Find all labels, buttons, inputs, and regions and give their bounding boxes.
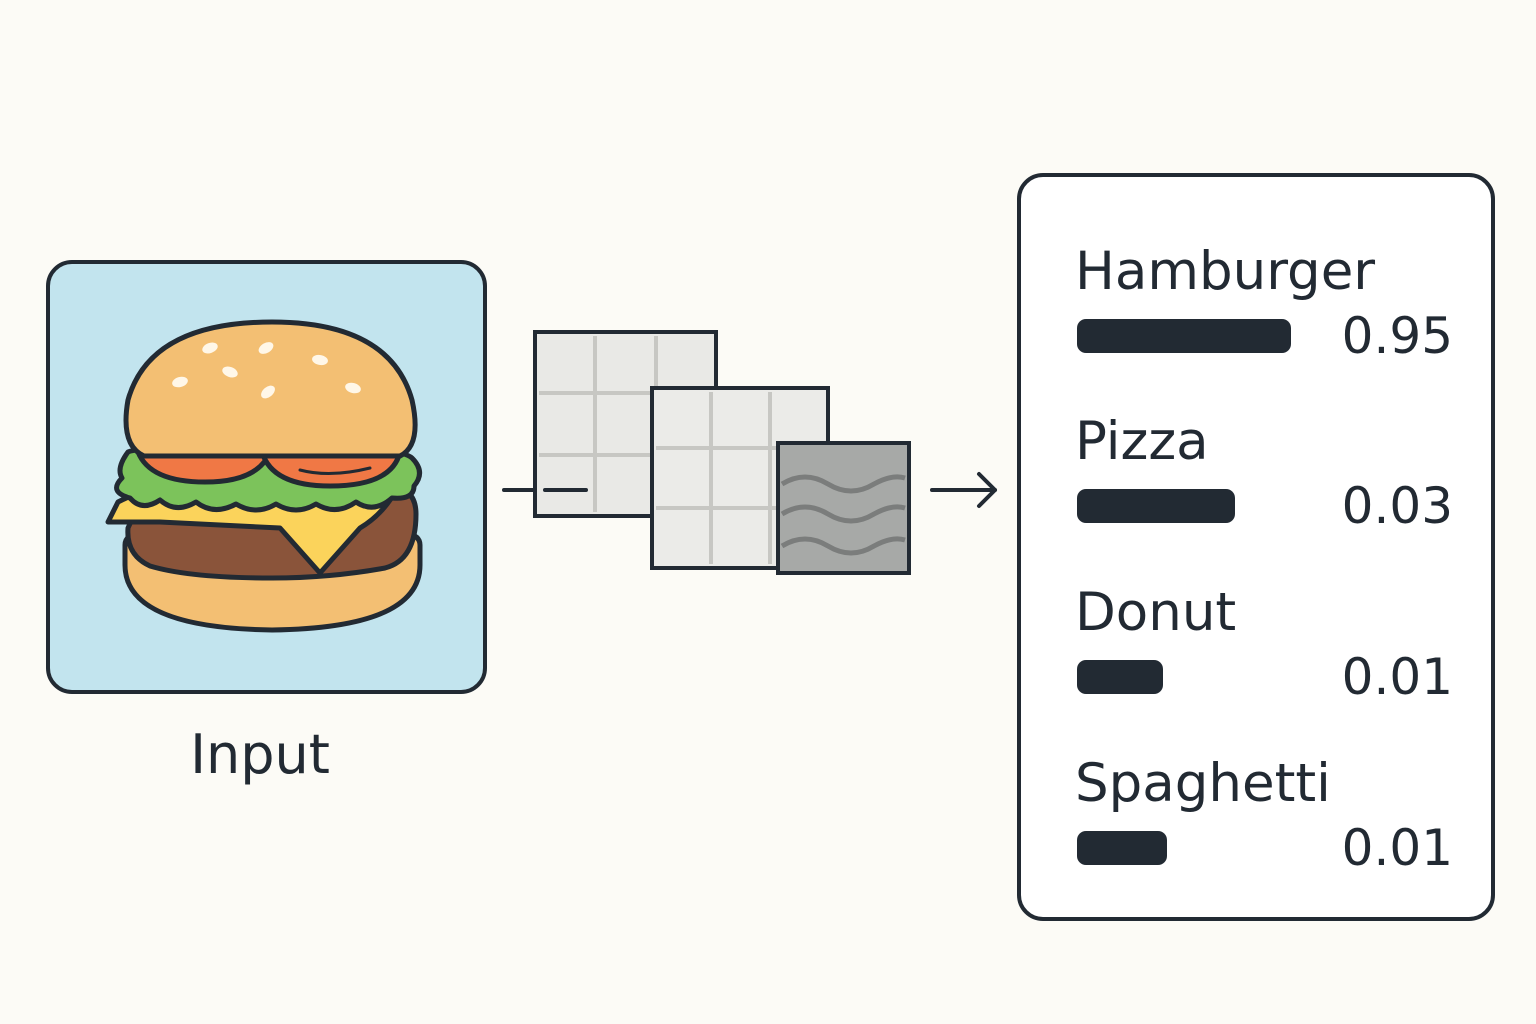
result-label: Donut xyxy=(1075,582,1237,643)
result-item-hamburger: Hamburger 0.95 xyxy=(1073,241,1453,381)
result-score: 0.01 xyxy=(1341,819,1453,877)
arrow-right-icon xyxy=(930,472,997,508)
result-score: 0.95 xyxy=(1341,307,1453,365)
result-label: Pizza xyxy=(1075,411,1209,472)
input-label: Input xyxy=(190,723,330,786)
result-label: Hamburger xyxy=(1075,241,1376,302)
confidence-bar xyxy=(1077,319,1291,353)
tomato-slice xyxy=(259,449,403,489)
results-panel: Hamburger 0.95 Pizza 0.03 Donut 0.01 Spa… xyxy=(1017,173,1495,921)
result-label: Spaghetti xyxy=(1075,753,1331,814)
result-item-spaghetti: Spaghetti 0.01 xyxy=(1073,753,1453,893)
confidence-bar xyxy=(1077,831,1167,865)
result-item-pizza: Pizza 0.03 xyxy=(1073,411,1453,551)
confidence-bar xyxy=(1077,489,1235,523)
result-item-donut: Donut 0.01 xyxy=(1073,582,1453,722)
result-score: 0.03 xyxy=(1341,477,1453,535)
tomato-slice xyxy=(135,449,273,485)
feature-map-layer-3 xyxy=(776,441,911,575)
result-score: 0.01 xyxy=(1341,648,1453,706)
confidence-bar xyxy=(1077,660,1163,694)
sesame-seeds xyxy=(172,342,361,399)
hamburger-icon xyxy=(105,319,423,633)
input-image xyxy=(46,260,487,694)
